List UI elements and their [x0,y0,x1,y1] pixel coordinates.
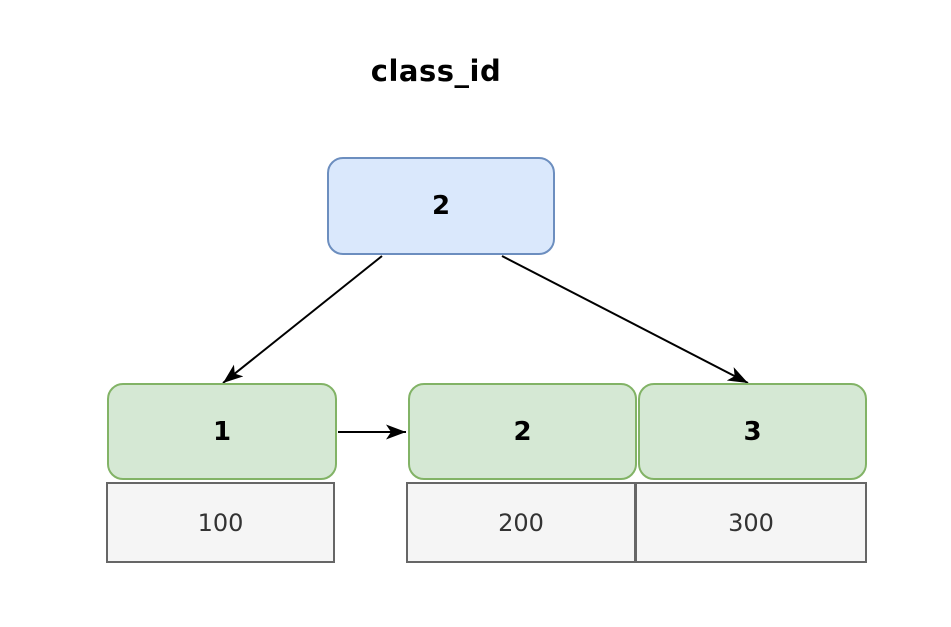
leaf-node-2-label: 2 [513,416,532,447]
value-box-3: 300 [635,482,867,563]
edge-root-to-node1-arrow [222,255,383,384]
root-node-label: 2 [431,191,451,221]
leaf-node-1: 1 [107,383,337,480]
value-box-3-text: 300 [728,508,774,537]
leaf-node-1-label: 1 [212,416,232,447]
edge-root-to-node3-arrow [501,255,749,384]
value-box-2: 200 [406,482,636,563]
root-node: 2 [327,157,555,255]
value-box-1: 100 [106,482,335,563]
leaf-node-3-label: 3 [743,416,762,447]
value-box-2-text: 200 [498,508,544,537]
diagram-title: class_id [370,54,502,88]
leaf-node-3: 3 [638,383,867,480]
value-box-1-text: 100 [197,508,244,537]
leaf-node-2: 2 [408,383,637,480]
